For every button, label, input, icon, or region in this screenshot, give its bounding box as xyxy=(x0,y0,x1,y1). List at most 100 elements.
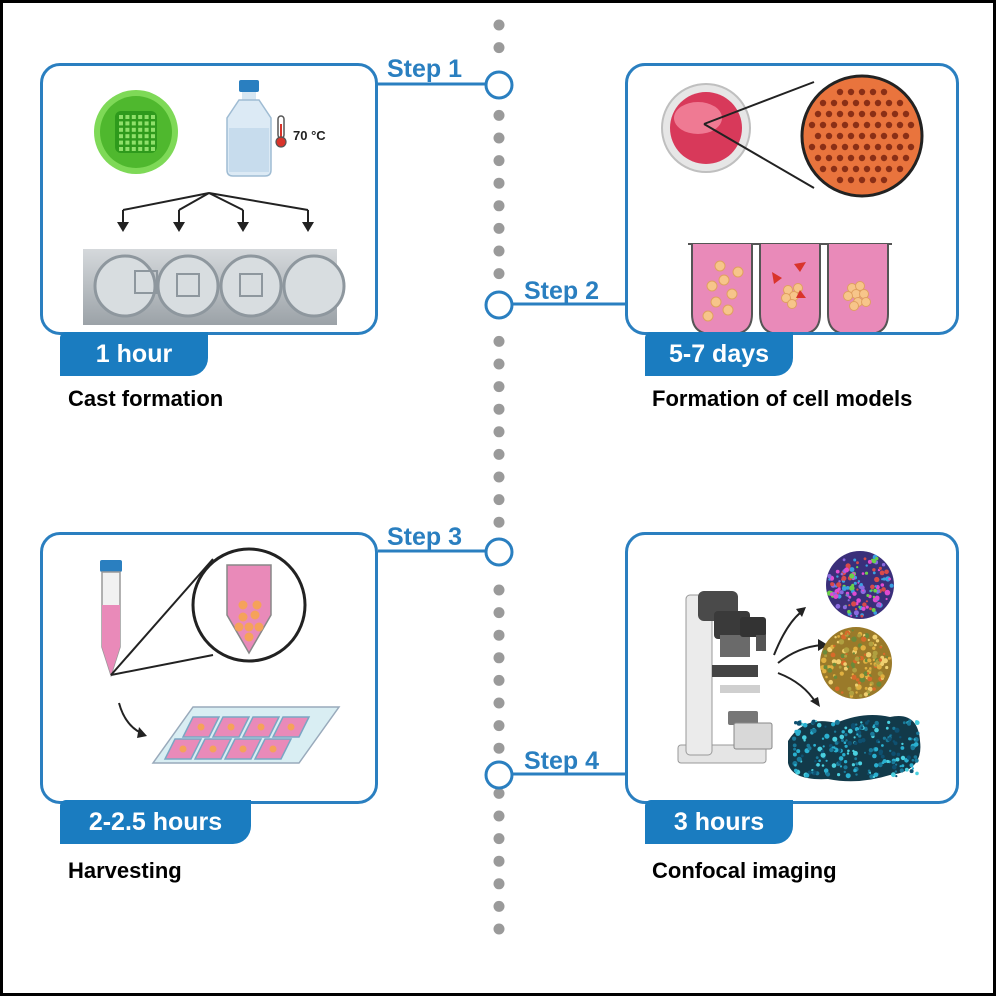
microwell xyxy=(885,165,893,173)
stained-nucleus xyxy=(833,594,839,599)
microwell xyxy=(852,121,860,129)
stained-nucleus xyxy=(889,749,892,753)
mold-microwell xyxy=(119,134,123,139)
stained-nucleus xyxy=(856,561,859,565)
stained-nucleus xyxy=(848,604,851,607)
timeline-dot xyxy=(493,381,505,393)
stained-nucleus xyxy=(842,605,847,610)
stained-nucleus xyxy=(837,635,840,638)
stained-nucleus xyxy=(837,587,841,591)
single-cell xyxy=(718,274,730,286)
stained-nucleus xyxy=(858,681,861,685)
mold-microwell xyxy=(131,140,136,145)
timeline-dots xyxy=(493,19,505,935)
timeline-dot xyxy=(493,810,505,822)
stained-nucleus xyxy=(859,673,865,679)
stained-nucleus xyxy=(802,735,807,740)
stained-nucleus xyxy=(855,615,858,618)
stained-nucleus xyxy=(847,741,852,746)
microwell xyxy=(825,110,833,118)
confocal-illustration xyxy=(677,551,921,782)
stained-nucleus xyxy=(840,653,846,659)
stained-nucleus xyxy=(794,729,798,734)
microwell xyxy=(836,176,844,184)
stained-nucleus xyxy=(856,733,859,736)
stained-nucleus xyxy=(844,654,848,658)
stained-nucleus xyxy=(839,734,845,740)
stained-nucleus xyxy=(880,583,885,587)
stained-nucleus xyxy=(872,634,878,640)
stained-nucleus xyxy=(872,595,876,599)
stained-nucleus xyxy=(904,767,909,772)
stained-nucleus xyxy=(822,669,827,674)
timeline-dot xyxy=(493,42,505,54)
microwell-cross-section xyxy=(688,243,892,332)
stained-nucleus xyxy=(881,744,884,747)
stained-nucleus xyxy=(893,741,898,746)
stained-nucleus xyxy=(838,639,845,645)
slide-spheroid xyxy=(227,723,235,731)
stained-nucleus xyxy=(867,769,871,773)
timeline-dot xyxy=(493,200,505,212)
microwell xyxy=(830,121,838,129)
timeline-dot xyxy=(493,471,505,483)
timeline-dot xyxy=(493,358,505,370)
stained-nucleus xyxy=(844,744,848,748)
stained-nucleus xyxy=(884,589,891,596)
stained-nucleus xyxy=(906,755,911,760)
microwell xyxy=(852,99,860,107)
stained-nucleus xyxy=(835,569,840,574)
single-cell xyxy=(714,260,726,272)
step3-label: Step 3 xyxy=(387,523,463,551)
stained-nucleus xyxy=(863,671,869,677)
spheroid-image-1 xyxy=(826,551,894,619)
stained-nucleus xyxy=(846,593,850,597)
stained-nucleus xyxy=(815,756,819,759)
mold-microwell xyxy=(151,147,155,151)
stained-nucleus xyxy=(878,749,884,755)
stained-nucleus xyxy=(892,764,897,770)
stained-nucleus xyxy=(847,728,853,734)
step4-caption: Confocal imaging xyxy=(652,858,837,883)
mold-microwell xyxy=(138,140,143,145)
cell-model-illustration xyxy=(661,74,924,332)
stained-nucleus xyxy=(871,608,876,612)
stained-nucleus xyxy=(838,665,842,669)
stained-nucleus xyxy=(885,656,888,658)
mold-microwell xyxy=(125,147,130,151)
mold-microwell xyxy=(144,127,149,132)
microwell xyxy=(841,121,849,129)
microwell xyxy=(814,132,822,140)
stained-nucleus xyxy=(853,610,859,616)
stained-nucleus xyxy=(899,768,904,773)
stained-nucleus xyxy=(845,739,848,742)
stained-nucleus xyxy=(834,636,837,639)
stained-nucleus xyxy=(872,658,876,662)
timeline-dot xyxy=(493,742,505,754)
mold-microwell xyxy=(119,121,123,126)
stained-nucleus xyxy=(824,725,827,728)
stained-nucleus xyxy=(836,659,842,665)
stained-nucleus xyxy=(832,662,837,667)
stained-nucleus xyxy=(853,768,857,773)
stained-nucleus xyxy=(852,591,857,596)
microwell xyxy=(814,110,822,118)
stained-nucleus xyxy=(878,658,882,662)
stained-nucleus xyxy=(915,720,918,723)
stained-nucleus xyxy=(833,748,836,751)
stained-nucleus xyxy=(825,675,828,679)
microwell xyxy=(896,143,904,151)
stained-nucleus xyxy=(863,692,868,697)
microwell xyxy=(869,132,877,140)
stained-nucleus xyxy=(881,587,886,592)
stained-nucleus xyxy=(864,726,868,730)
stained-nucleus xyxy=(881,563,886,567)
stained-nucleus xyxy=(793,768,798,773)
stained-nucleus xyxy=(915,771,919,776)
microwell xyxy=(841,165,849,173)
stained-nucleus xyxy=(888,577,891,581)
stained-nucleus xyxy=(820,752,826,758)
stained-nucleus xyxy=(860,721,863,724)
microwell xyxy=(874,121,882,129)
step3-caption: Harvesting xyxy=(68,858,182,883)
